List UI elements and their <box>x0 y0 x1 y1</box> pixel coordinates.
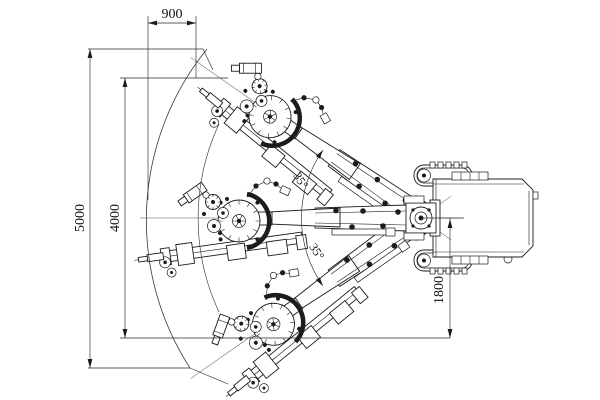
angle-label-lower: 35° <box>306 241 327 263</box>
dim-5000-label: 5000 <box>73 204 88 232</box>
dim-4000: 4000 <box>108 77 450 339</box>
dim-1800-label: 1800 <box>432 276 447 304</box>
swing-envelope-arc <box>146 48 208 369</box>
drill-head-path-arc <box>197 123 220 313</box>
swing-angle-arc <box>301 149 324 287</box>
vehicle-body <box>432 171 539 265</box>
dim-5000: 5000 <box>73 48 229 385</box>
dim-4000-label: 4000 <box>108 204 123 232</box>
dim-1800: 1800 <box>422 217 464 338</box>
carrier-vehicle <box>413 161 539 275</box>
side-fitting <box>532 191 539 200</box>
pivot-center-pin <box>418 215 424 221</box>
dim-900-label: 900 <box>162 7 183 22</box>
dim-900: 900 <box>147 7 197 200</box>
